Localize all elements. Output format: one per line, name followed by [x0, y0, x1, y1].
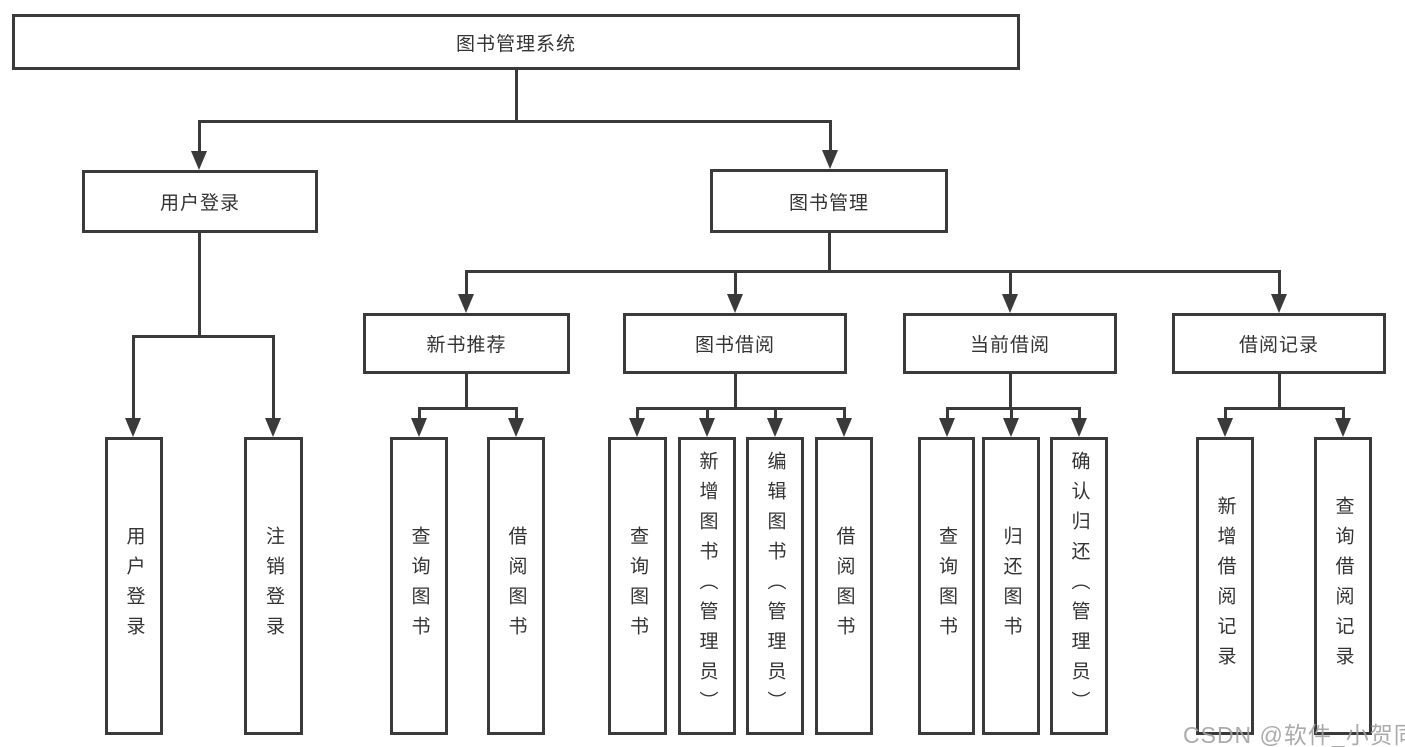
connector-drop-leaf: [1009, 407, 1013, 419]
arrow-down-icon: [1271, 294, 1287, 313]
node-current-borrowing: 当前借阅: [903, 313, 1117, 374]
leaf-logout-label: 注销登录: [263, 526, 284, 646]
arrow-down-icon: [1217, 418, 1233, 437]
arrow-down-icon: [836, 418, 852, 437]
leaf-confirm-return-admin-label: 确认归还（管理员）: [1068, 451, 1090, 721]
connector-drop-user-login: [197, 120, 201, 153]
leaf-borrow-books-newrec-label: 借阅图书: [505, 526, 527, 646]
connector-newrec-stem: [464, 374, 468, 407]
connector-drop-leaf: [417, 407, 421, 419]
node-borrowing-records: 借阅记录: [1172, 313, 1386, 374]
leaf-query-books-newrec: 查询图书: [390, 437, 448, 735]
connector-records-bar: [1223, 407, 1345, 410]
leaf-query-books-borrow: 查询图书: [608, 437, 667, 735]
arrow-down-icon: [508, 418, 524, 437]
node-book-management-label: 图书管理: [788, 192, 869, 214]
connector-drop-leaf: [514, 407, 518, 419]
connector-user-login-stem: [197, 233, 201, 335]
leaf-query-books-borrow-label: 查询图书: [627, 526, 648, 646]
leaf-query-books-newrec-label: 查询图书: [408, 526, 430, 646]
leaf-add-books-admin: 新增图书（管理员）: [678, 437, 736, 735]
leaf-borrow-books: 借阅图书: [815, 437, 873, 735]
arrow-down-icon: [125, 418, 141, 437]
node-current-borrowing-label: 当前借阅: [969, 335, 1050, 356]
node-user-login-label: 用户登录: [159, 193, 240, 214]
node-borrowing-records-label: 借阅记录: [1238, 335, 1319, 356]
connector-drop-leaf: [842, 407, 846, 419]
arrow-down-icon: [727, 294, 743, 313]
connector-drop-book-management: [828, 120, 832, 153]
connector-current-bar: [945, 407, 1081, 410]
connector-drop-leaf: [945, 407, 949, 419]
connector-drop-level3: [1277, 270, 1281, 296]
node-book-management: 图书管理: [710, 169, 948, 233]
leaf-add-borrow-record-label: 新增借阅记录: [1214, 496, 1236, 676]
arrow-down-icon: [1002, 294, 1018, 313]
leaf-confirm-return-admin: 确认归还（管理员）: [1050, 437, 1108, 735]
connector-drop-leaf: [271, 335, 275, 419]
connector-drop-leaf: [1223, 407, 1227, 419]
connector-book-management-stem: [827, 233, 831, 270]
csdn-watermark: CSDN @软件_小贺同学: [1183, 722, 1405, 747]
node-new-book-recommendation: 新书推荐: [363, 313, 570, 374]
arrow-down-icon: [939, 418, 955, 437]
connector-borrowing-stem: [733, 374, 737, 407]
leaf-edit-books-admin: 编辑图书（管理员）: [746, 437, 804, 735]
leaf-query-books-current: 查询图书: [918, 437, 975, 735]
arrow-down-icon: [191, 151, 207, 170]
arrow-down-icon: [1071, 418, 1087, 437]
arrow-down-icon: [1003, 418, 1019, 437]
leaf-edit-books-admin-label: 编辑图书（管理员）: [764, 451, 786, 721]
connector-root-bar: [197, 120, 832, 123]
arrow-down-icon: [411, 418, 427, 437]
leaf-query-books-current-label: 查询图书: [936, 526, 957, 646]
arrow-down-icon: [1335, 418, 1351, 437]
arrow-down-icon: [458, 294, 474, 313]
node-new-book-recommendation-label: 新书推荐: [426, 335, 507, 356]
connector-drop-leaf: [773, 407, 777, 419]
connector-root-stem: [514, 70, 518, 120]
connector-user-login-bar: [131, 335, 275, 338]
connector-book-management-bar: [464, 270, 1281, 273]
arrow-down-icon: [699, 418, 715, 437]
connector-records-stem: [1277, 374, 1281, 407]
connector-borrowing-bar: [635, 407, 846, 410]
leaf-user-login-label: 用户登录: [123, 526, 145, 646]
leaf-user-login: 用户登录: [105, 437, 163, 735]
leaf-query-borrow-record: 查询借阅记录: [1314, 437, 1372, 735]
leaf-return-books: 归还图书: [982, 437, 1040, 735]
leaf-logout: 注销登录: [244, 437, 303, 735]
leaf-return-books-label: 归还图书: [1000, 526, 1022, 646]
arrow-down-icon: [629, 418, 645, 437]
leaf-query-borrow-record-label: 查询借阅记录: [1332, 496, 1354, 676]
connector-drop-leaf: [705, 407, 709, 419]
node-book-borrowing-label: 图书借阅: [694, 335, 775, 356]
connector-drop-level3: [1008, 270, 1012, 296]
connector-current-stem: [1008, 374, 1012, 407]
arrow-down-icon: [265, 418, 281, 437]
connector-drop-level3: [733, 270, 737, 296]
arrow-down-icon: [822, 150, 838, 169]
leaf-borrow-books-label: 借阅图书: [833, 526, 855, 646]
node-user-login: 用户登录: [82, 170, 318, 233]
connector-drop-level3: [464, 270, 468, 296]
leaf-borrow-books-newrec: 借阅图书: [487, 437, 545, 735]
connector-newrec-bar: [417, 407, 518, 410]
node-library-management-system: 图书管理系统: [12, 14, 1020, 70]
connector-drop-leaf: [635, 407, 639, 419]
node-book-borrowing: 图书借阅: [623, 313, 847, 374]
connector-drop-leaf: [1077, 407, 1081, 419]
leaf-add-books-admin-label: 新增图书（管理员）: [696, 451, 718, 721]
leaf-add-borrow-record: 新增借阅记录: [1196, 437, 1254, 735]
connector-drop-leaf: [1341, 407, 1345, 419]
connector-drop-leaf: [131, 335, 135, 419]
arrow-down-icon: [767, 418, 783, 437]
node-library-management-system-label: 图书管理系统: [455, 33, 576, 55]
